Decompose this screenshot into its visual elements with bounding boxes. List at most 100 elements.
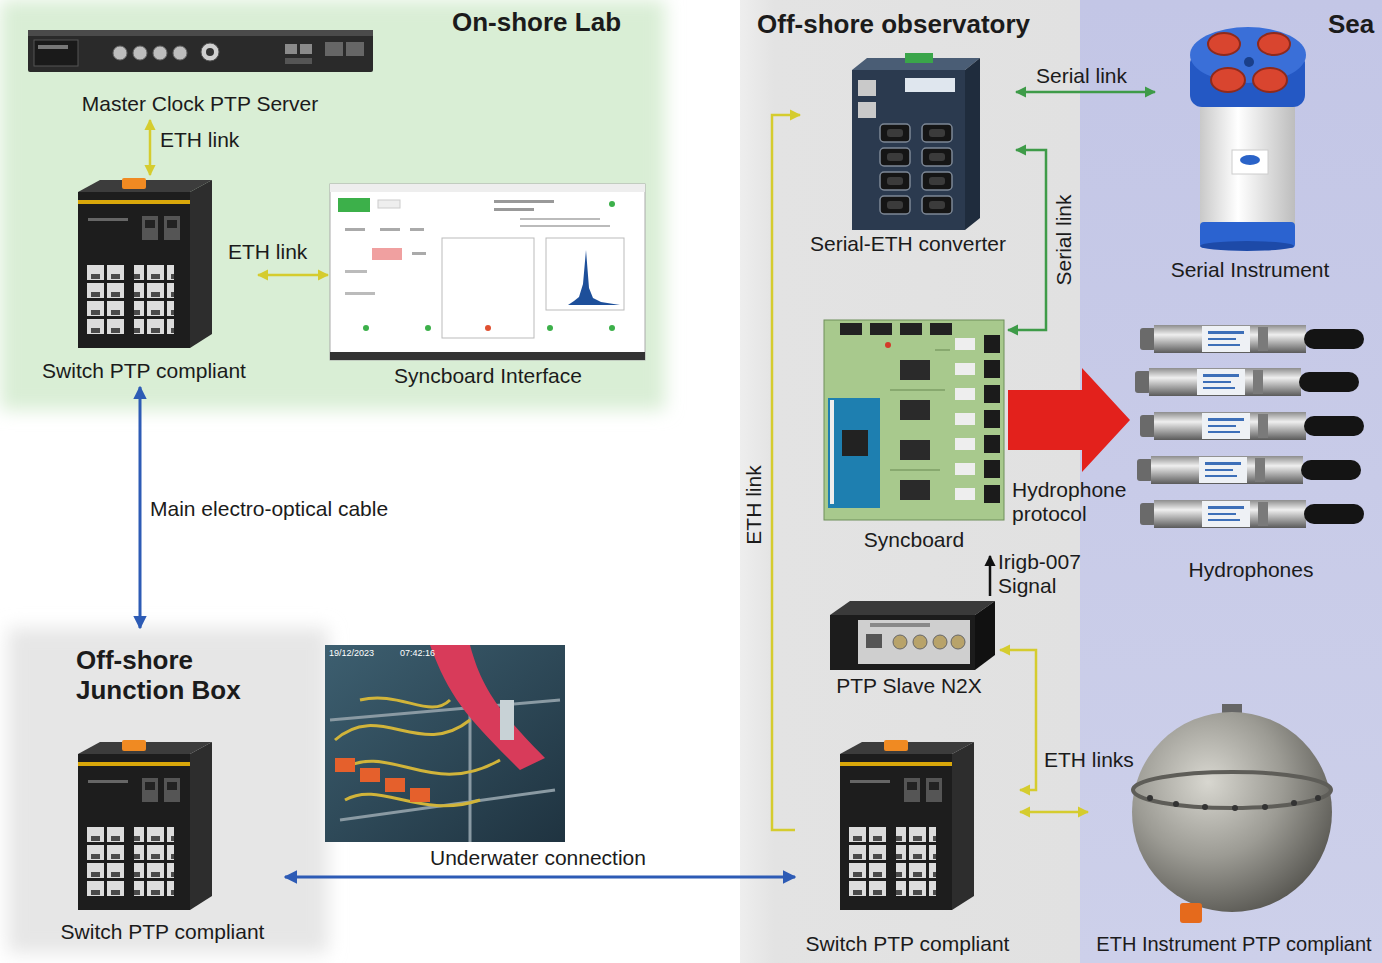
serial-eth-converter-illustration-part — [922, 124, 952, 142]
master-clock-illustration-part — [346, 42, 364, 56]
serial-instrument-illustration-part — [1200, 241, 1294, 251]
software-screenshot-part — [330, 184, 645, 192]
seafloor-photo-part — [385, 778, 405, 792]
serial-instrument-illustration-part — [1253, 68, 1287, 92]
serial-instrument-illustration — [1190, 27, 1306, 251]
link-label: ETH link — [160, 128, 239, 152]
serial-instrument-illustration-part — [1240, 155, 1260, 165]
syncboard-pcb-illustration-part — [900, 360, 930, 380]
seafloor-photo-part — [335, 758, 355, 772]
background-illustrations-part — [78, 740, 212, 910]
serial-eth-converter-illustration-part — [905, 78, 955, 92]
device-box: Switch PTP compliant — [40, 738, 285, 948]
serial-eth-converter-illustration-part — [922, 172, 952, 190]
serial-eth-converter-illustration-part — [880, 172, 910, 190]
syncboard-pcb-illustration-part — [885, 342, 891, 348]
master-clock-illustration-part — [28, 30, 373, 72]
seafloor-photo-part — [500, 700, 514, 740]
master-clock-illustration-part — [34, 40, 78, 66]
device-caption: Syncboard — [864, 528, 964, 552]
device-box: ETH Instrument PTP compliant — [1088, 700, 1380, 960]
device-box: Hydrophones — [1130, 322, 1372, 586]
software-screenshot-part — [338, 198, 370, 212]
link-connector — [139, 387, 142, 628]
software-screenshot-part — [330, 184, 645, 360]
software-screenshot-part — [363, 325, 369, 331]
seafloor-photo-part — [325, 645, 565, 842]
link-connector — [772, 115, 800, 830]
eth-instrument-sphere-part — [1133, 772, 1331, 808]
eth-instrument-sphere-part — [1315, 795, 1321, 801]
software-screenshot-part — [494, 208, 534, 211]
device-caption: Switch PTP compliant — [61, 920, 265, 944]
device-caption: ETH Instrument PTP compliant — [1096, 933, 1371, 956]
software-screenshot-part — [345, 292, 375, 295]
serial-eth-converter-illustration-part — [858, 80, 876, 96]
serial-eth-converter-illustration-part — [922, 196, 952, 214]
region-title: Off-shore observatory — [757, 10, 1067, 40]
seafloor-photo — [325, 645, 565, 842]
syncboard-pcb-illustration-part — [984, 410, 1000, 428]
device-caption: Switch PTP compliant — [806, 932, 1010, 956]
link-connector — [149, 120, 152, 175]
software-screenshot-part — [547, 325, 553, 331]
device-caption: Serial Instrument — [1171, 258, 1330, 282]
syncboard-pcb-illustration-part — [984, 335, 1000, 353]
background-illustrations-part — [78, 178, 212, 348]
link-label: ETH links — [1044, 748, 1134, 772]
software-screenshot-part — [345, 270, 367, 273]
syncboard-pcb-illustration-part — [955, 488, 975, 500]
seafloor-photo-part — [430, 645, 545, 770]
device-caption: Switch PTP compliant — [42, 359, 246, 383]
ptp-slave-illustration-part — [913, 635, 927, 649]
serial-instrument-illustration-part — [1190, 27, 1306, 83]
hydrophones-illustration-part — [1137, 456, 1361, 484]
hydrophones-illustration-part — [1135, 368, 1359, 396]
master-clock-illustration-part — [201, 43, 219, 61]
eth-instrument-sphere-part — [1291, 800, 1297, 806]
software-screenshot-part — [485, 325, 491, 331]
software-screenshot-part — [609, 325, 615, 331]
ptp-slave-illustration-part — [830, 601, 995, 615]
link-connector — [1008, 150, 1046, 330]
link-label: Serial link — [1036, 64, 1127, 88]
syncboard-pcb-illustration-part — [830, 400, 834, 504]
device-box: Serial Instrument — [1155, 22, 1345, 286]
serial-instrument-illustration-part — [1258, 33, 1290, 55]
syncboard-pcb-illustration-part — [900, 440, 930, 460]
device-caption: Syncboard Interface — [394, 364, 582, 388]
link-connector — [1016, 91, 1155, 94]
serial-eth-converter-illustration-part — [922, 148, 952, 166]
device-box: Syncboard Interface — [328, 182, 648, 392]
master-clock-illustration-part — [325, 42, 343, 56]
device-caption: Serial-ETH converter — [810, 232, 1006, 256]
ptp-slave-illustration-part — [933, 635, 947, 649]
syncboard-pcb-illustration-part — [890, 350, 950, 470]
syncboard-pcb-illustration-part — [900, 323, 922, 335]
ptp-slave-illustration-part — [975, 601, 995, 670]
master-clock-illustration-part — [173, 46, 187, 60]
serial-eth-converter-illustration-part — [858, 102, 876, 118]
master-clock-illustration-part — [153, 46, 167, 60]
software-screenshot-part — [494, 200, 554, 203]
serial-instrument-illustration-part — [1232, 150, 1268, 174]
ptp-slave-illustration-part — [870, 623, 930, 627]
serial-eth-converter-illustration — [852, 53, 980, 230]
panel-fills-part — [0, 0, 665, 410]
background-illustrations-part — [840, 740, 974, 910]
region-title: Off-shore Junction Box — [76, 646, 286, 706]
photo-timestamp: 07:42:16 — [400, 649, 435, 659]
master-clock-illustration-part — [285, 44, 297, 54]
software-screenshot-part — [520, 218, 600, 220]
device-box: PTP Slave N2X — [818, 596, 1000, 702]
serial-instrument-illustration-part — [1211, 68, 1245, 92]
panel-fills-part — [8, 628, 328, 953]
syncboard-pcb-illustration-part — [828, 398, 880, 508]
syncboard-pcb-illustration-part — [955, 388, 975, 400]
link-label: ETH link — [742, 465, 766, 544]
serial-eth-converter-illustration-part — [880, 196, 910, 214]
software-screenshot-part — [520, 225, 610, 227]
syncboard-pcb-illustration-part — [955, 363, 975, 375]
device-box: Serial-ETH converter — [800, 52, 1016, 260]
